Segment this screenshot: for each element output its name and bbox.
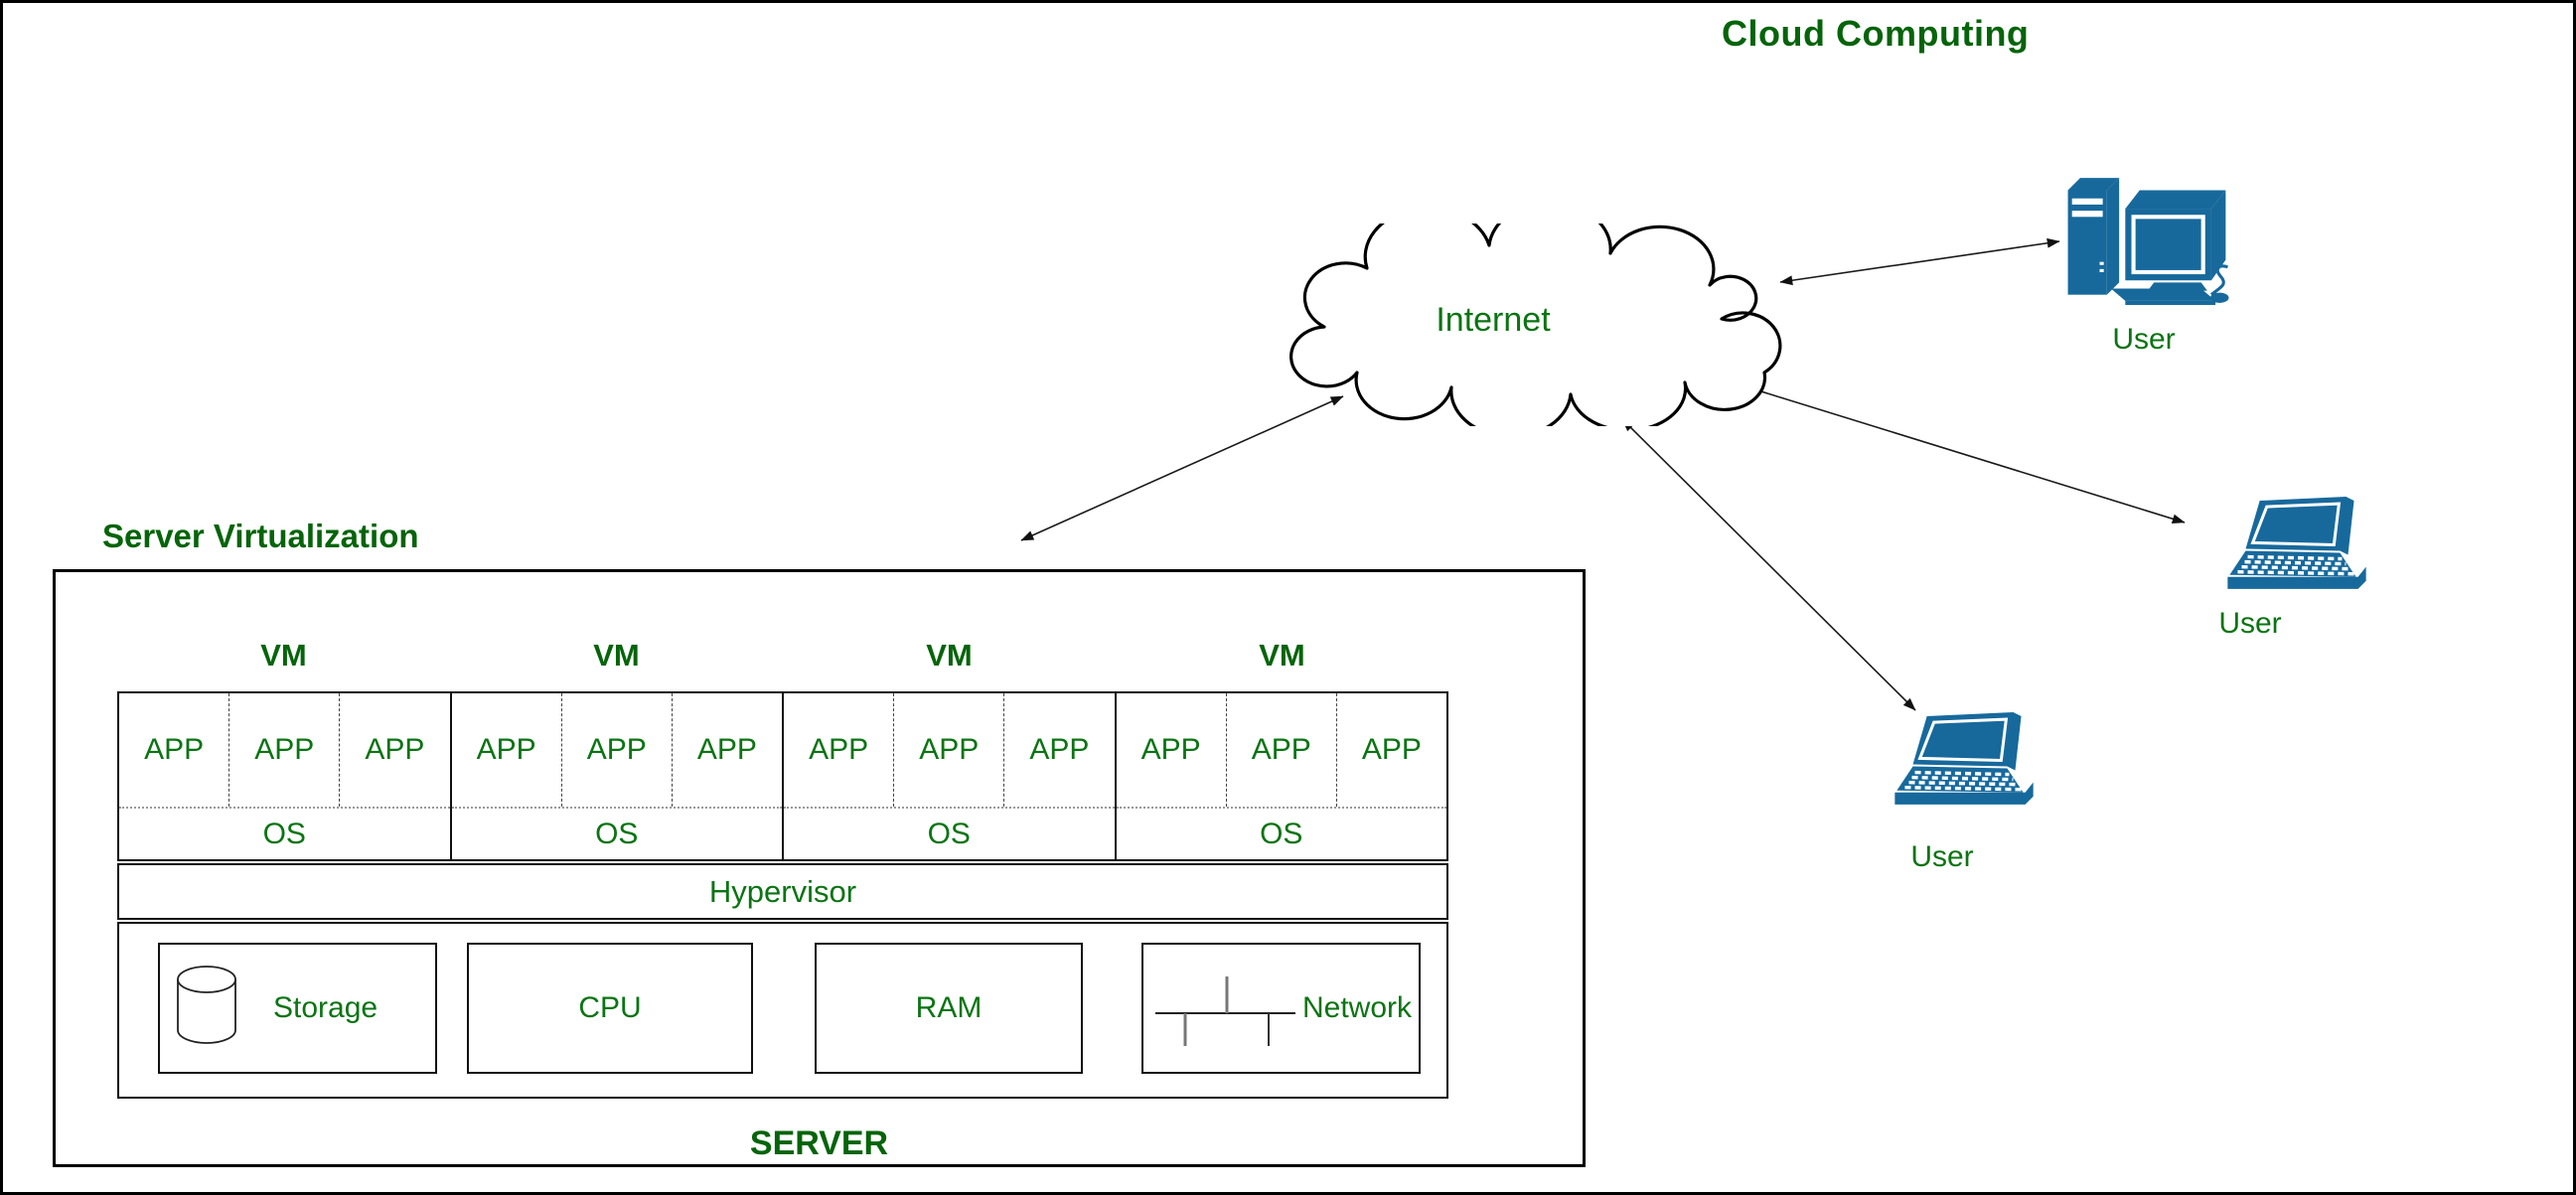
tower-top: [2067, 178, 2120, 191]
app-cell: APP: [452, 693, 562, 807]
monitor-front: [2125, 209, 2211, 281]
keyboard-front: [2125, 300, 2216, 305]
app-cell: APP: [562, 693, 673, 807]
vm1-label: VM: [260, 638, 307, 672]
internet-label: Internet: [1436, 301, 1551, 339]
app-cell: APP: [229, 693, 341, 807]
ram-label: RAM: [915, 991, 983, 1024]
vm2-column: APP APP APP OS: [451, 693, 784, 859]
connection-arrows: [1020, 237, 2186, 711]
vm4-column: APP APP APP OS: [1116, 693, 1447, 859]
vm-labels-row: VM VM VM VM: [117, 638, 1448, 677]
vm4-os: OS: [1116, 807, 1446, 859]
app-cell: APP: [1227, 693, 1337, 807]
arrow-server-internet: [1020, 395, 1344, 541]
monitor-top: [2125, 190, 2226, 210]
storage-label: Storage: [273, 991, 379, 1024]
vm1-apps: APP APP APP: [119, 693, 450, 807]
page-title: Cloud Computing: [1722, 13, 2030, 54]
laptop-screen: [2245, 497, 2354, 555]
network-label: Network: [1302, 991, 1413, 1024]
server-box: VM VM VM VM APP APP APP OS APP APP APP: [53, 569, 1586, 1167]
cpu-label: CPU: [578, 991, 642, 1024]
vm3-apps: APP APP APP: [784, 693, 1115, 807]
vm3-label: VM: [926, 638, 973, 672]
vm2-apps: APP APP APP: [452, 693, 783, 807]
network-bus-icon: [1155, 976, 1295, 1046]
vm4-label: VM: [1259, 638, 1305, 672]
laptop-keys: [2237, 554, 2354, 576]
vm2-label: VM: [593, 638, 640, 672]
storage-cylinder-icon: [177, 966, 236, 1044]
hypervisor-bar: Hypervisor: [117, 863, 1448, 920]
mouse: [2209, 292, 2229, 303]
app-cell: APP: [1117, 693, 1227, 807]
arrow-internet-user3: [1621, 418, 1916, 711]
laptop-icon: [1894, 712, 2034, 805]
laptop-base: [2227, 566, 2366, 589]
mouse-cable: [2209, 264, 2228, 296]
user2-label: User: [2218, 607, 2282, 640]
hardware-box: Storage CPU RAM Network: [117, 922, 1448, 1099]
arrow-internet-user1: [1779, 237, 2060, 286]
user3-label: User: [1910, 840, 1974, 873]
vm3-os: OS: [784, 807, 1115, 859]
hardware-storage-box: Storage: [158, 943, 437, 1074]
internet-cloud-icon: [1289, 224, 1782, 426]
server-label: SERVER: [749, 1124, 889, 1162]
hardware-network-box: Network: [1141, 943, 1421, 1074]
keyboard-top: [2110, 288, 2216, 301]
app-cell: APP: [1361, 733, 1422, 766]
app-cell: APP: [365, 733, 425, 766]
hardware-cpu-box: CPU: [467, 943, 753, 1074]
vm4-apps: APP APP APP: [1117, 693, 1447, 807]
laptop-icon: [2227, 497, 2366, 589]
vm1-os: OS: [119, 807, 450, 859]
app-cell: APP: [119, 693, 230, 807]
tower-front: [2067, 190, 2107, 295]
laptop-screen-bezel: [2250, 502, 2342, 547]
app-cell: APP: [1029, 733, 1090, 766]
vm2-os: OS: [451, 807, 782, 859]
vm1-column: APP APP APP OS: [119, 693, 452, 859]
user1-label: User: [2112, 323, 2176, 356]
vm3-column: APP APP APP OS: [784, 693, 1117, 859]
vm-grid: APP APP APP OS APP APP APP OS APP APP AP: [117, 691, 1448, 861]
hardware-ram-box: RAM: [815, 943, 1083, 1074]
arrow-internet-user2: [1738, 382, 2186, 524]
tower-side: [2106, 178, 2120, 295]
server-virtualization-heading: Server Virtualization: [102, 518, 419, 554]
monitor-side: [2210, 190, 2226, 281]
desktop-computer-icon: [2067, 178, 2229, 305]
app-cell: APP: [696, 733, 757, 766]
app-cell: APP: [894, 693, 1005, 807]
app-cell: APP: [784, 693, 895, 807]
